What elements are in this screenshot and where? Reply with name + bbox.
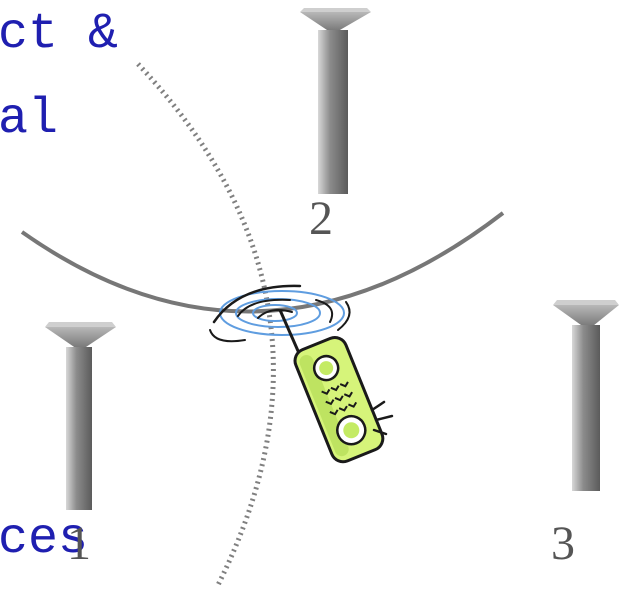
cell-tower-icon	[553, 300, 619, 491]
mobile-phone-icon	[293, 336, 394, 464]
solid-range-arc	[20, 211, 505, 314]
cell-tower-icon	[45, 322, 116, 510]
dotted-range-arc	[136, 62, 276, 587]
text-fragment-line3: ces	[0, 511, 89, 568]
tower-label-2: 2	[309, 192, 333, 245]
tower-label-1: 1	[67, 517, 91, 570]
text-fragment-line1: ct &	[0, 6, 119, 63]
signal-waves-icon	[209, 284, 351, 343]
tower-label-3: 3	[551, 517, 575, 570]
text-fragment-line2: al	[0, 91, 59, 148]
cell-tower-icon	[300, 8, 371, 194]
